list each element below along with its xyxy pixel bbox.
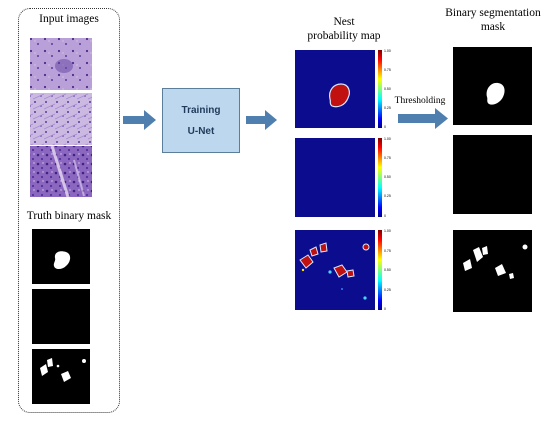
nest-title-line1: Nest [333,16,355,28]
colorbar-3 [378,230,382,310]
binseg-title-line1: Binary segmentation [445,7,541,19]
cb3-tick-4: 0.25 [384,288,391,292]
training-label: Training [181,105,221,116]
arrow-unet-to-maps [246,110,277,130]
cb1-tick-2: 0.75 [384,68,391,72]
cb2-tick-5: 0 [384,214,386,218]
cb3-tick-5: 0 [384,307,386,311]
arrow-input-to-unet [123,110,156,130]
binseg-mask-1 [453,47,532,125]
binseg-mask-3 [453,230,532,312]
truth-mask-1 [32,229,90,284]
truth-binary-mask-label: Truth binary mask [26,210,112,222]
cb1-tick-1: 1.00 [384,49,391,53]
probability-map-3 [295,230,375,310]
cb3-tick-3: 0.50 [384,268,391,272]
cb1-tick-4: 0.25 [384,106,391,110]
probability-map-1 [295,50,375,128]
binseg-title-line2: mask [480,21,506,33]
colorbar-tick-labels: 1.00 0.75 0.50 0.25 0 1.00 0.75 0.50 0.2… [384,49,391,311]
cb2-tick-2: 0.75 [384,156,391,160]
unet-training-box: Training U-Net [162,88,240,153]
unet-label: U-Net [187,126,215,137]
colorbar-1 [378,50,382,128]
cb2-tick-3: 0.50 [384,175,391,179]
cb1-tick-5: 0 [384,125,386,129]
probability-map-2 [295,138,375,217]
truth-mask-3 [32,349,90,404]
colorbar-2 [378,138,382,217]
cb2-tick-4: 0.25 [384,194,391,198]
cb1-tick-3: 0.50 [384,87,391,91]
cb3-tick-1: 1.00 [384,229,391,233]
thresholding-label: Thresholding [394,96,446,106]
nest-title-line2: probability map [307,30,381,42]
arrow-thresholding [398,108,448,129]
truth-mask-2 [32,289,90,344]
input-panel-frame [18,8,120,413]
input-image-3 [30,145,92,198]
input-images-label: Input images [39,13,99,25]
input-image-1 [30,38,92,90]
cb3-tick-2: 0.75 [384,249,391,253]
cb2-tick-1: 1.00 [384,137,391,141]
binseg-mask-2 [453,135,532,214]
input-image-2 [30,93,92,145]
